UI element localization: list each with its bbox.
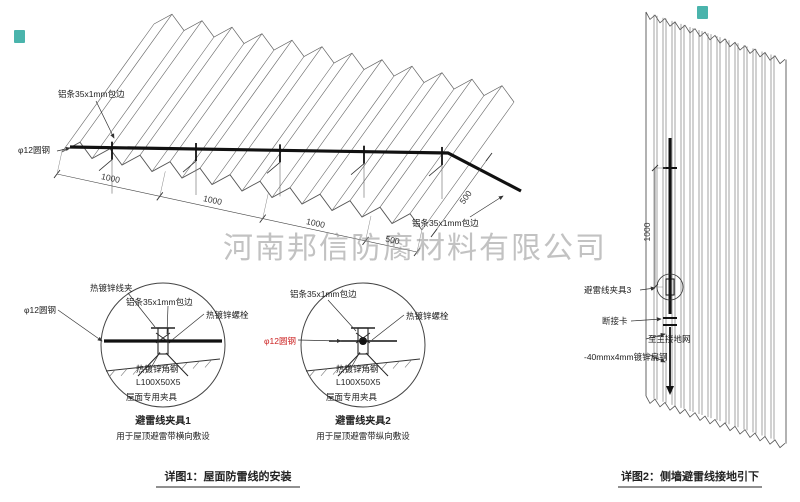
detail-circle-1: [100, 282, 226, 408]
label-round-steel-roof: φ12圆钢: [18, 145, 50, 155]
d1-label-wire-clamp: 热镀锌线夹: [90, 283, 133, 293]
d1-label-angle-spec: L100X50X5: [136, 377, 181, 387]
caption-detail2: 详图2：侧墙避雷线接地引下: [621, 469, 759, 483]
wall-label-disconnect: 断接卡: [602, 316, 628, 326]
dim-1000-1: 1000: [100, 171, 121, 185]
detail-circle-2: [300, 282, 426, 408]
d1-subtitle: 用于屋顶避雷带横向敷设: [116, 431, 210, 441]
dim-500-side: 500: [457, 188, 474, 206]
d2-subtitle: 用于屋顶避雷带纵向敷设: [316, 431, 410, 441]
dim-1000-3: 1000: [305, 216, 326, 230]
d2-title: 避雷线夹具2: [334, 414, 391, 427]
wall-label-flat-steel: -40mmx4mm镀锌扁钢: [584, 352, 668, 362]
d2-label-alu-strip: 铝条35x1mm包边: [290, 289, 357, 299]
roof-isometric-drawing: [53, 13, 522, 257]
d2-label-angle-spec: L100X50X5: [336, 377, 381, 387]
d1-label-roof-clamp: 屋面专用夹具: [126, 392, 178, 402]
d1-label-round-steel: φ12圆钢: [24, 305, 56, 315]
leader-lines: [56, 100, 666, 367]
label-alu-strip-bottom: 铝条35x1mm包边: [412, 218, 479, 228]
wall-label-to-ground: 至主接地网: [648, 334, 691, 344]
d1-title: 避雷线夹具1: [134, 414, 191, 427]
d1-label-bolt: 热镀锌螺栓: [206, 310, 249, 320]
label-alu-strip-top: 铝条35x1mm包边: [58, 89, 125, 99]
d2-label-roof-clamp: 屋面专用夹具: [326, 392, 378, 402]
watermark-badge-icon: [14, 30, 25, 43]
d1-label-angle-steel: 热镀锌角钢: [136, 364, 179, 374]
d2-label-round-steel: φ12圆钢: [264, 336, 296, 346]
d2-label-bolt: 热镀锌螺栓: [406, 311, 449, 321]
d1-label-alu-strip: 铝条35x1mm包边: [126, 297, 193, 307]
d2-label-angle-steel: 热镀锌角钢: [336, 364, 379, 374]
dim-500-front: 500: [385, 234, 401, 247]
company-watermark: 河南邦信防腐材料有限公司: [223, 232, 607, 265]
wall-dim-1000: 1000: [642, 222, 652, 241]
wall-label-clamp3: 避雷线夹具3: [584, 285, 632, 295]
caption-detail1: 详图1：屋面防雷线的安装: [164, 469, 291, 483]
dim-1000-2: 1000: [202, 193, 223, 207]
watermark-badge-icon: [697, 6, 708, 19]
wall-elevation-drawing: [645, 11, 787, 449]
